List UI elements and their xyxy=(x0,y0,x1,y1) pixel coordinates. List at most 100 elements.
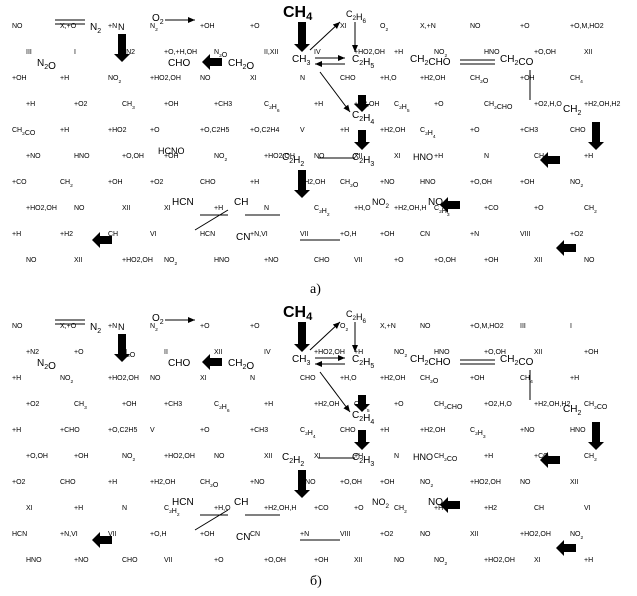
rate-label: NO xyxy=(214,453,225,460)
rate-label: +NO xyxy=(250,479,265,486)
rate-label: CHO xyxy=(340,75,356,82)
rate-label: +OH xyxy=(520,179,535,186)
rate-label: CH2 xyxy=(394,505,407,515)
rate-label: NO2 xyxy=(108,75,122,85)
rate-label: +O,C2H5 xyxy=(108,427,137,434)
rate-label: CHO xyxy=(314,257,330,264)
rate-label: VII xyxy=(108,531,117,538)
rate-label: NO xyxy=(74,205,85,212)
rate-label: +HO2 xyxy=(108,127,127,134)
species-ch3: CH3 xyxy=(292,54,310,67)
rate-label: +H2,OH xyxy=(380,127,405,134)
rate-label: +N xyxy=(470,231,479,238)
rate-label: +O xyxy=(200,427,210,434)
rate-label: CH4 xyxy=(570,75,583,85)
rate-label: VI xyxy=(150,231,157,238)
n-to-no-arrow-3 xyxy=(92,532,112,548)
to-cho-arrow xyxy=(540,152,560,168)
rate-label: C2H4 xyxy=(300,427,316,440)
rate-label: I xyxy=(74,49,76,56)
rate-label: VIII xyxy=(340,531,351,538)
rate-label: +OH xyxy=(12,75,27,82)
rate-label: +H xyxy=(264,401,273,408)
species-cho: CHO xyxy=(168,58,190,69)
rate-label: +HO2,OH xyxy=(520,531,551,538)
rate-label: +O2,H,O xyxy=(484,401,512,408)
rate-label: NO2 xyxy=(434,557,448,567)
rate-label: +OH xyxy=(584,349,599,356)
rate-label: +OH xyxy=(484,257,499,264)
rate-label: XII xyxy=(122,205,131,212)
c2h2-to-ch2-arrow xyxy=(294,470,310,498)
rate-label: +HO2,OH xyxy=(150,75,181,82)
rate-label: CHO xyxy=(340,427,356,434)
rate-label: CH2O xyxy=(470,75,489,85)
species-ch3: CH3 xyxy=(292,354,310,367)
rate-label: +HO2,OH xyxy=(354,49,385,56)
rate-label: NO xyxy=(420,531,431,538)
rate-label: C2H2 xyxy=(314,205,330,218)
rate-label: VII xyxy=(164,557,173,564)
rate-label: N xyxy=(122,505,127,512)
rate-label: +O,+H,OH xyxy=(164,49,197,56)
rate-label: +NO xyxy=(380,179,395,186)
species-n: N xyxy=(118,22,125,32)
rate-label: +N,VI xyxy=(60,531,78,538)
species-c2h3: C2H3 xyxy=(352,152,374,168)
rate-label: III xyxy=(26,49,32,56)
rate-label: NO2 xyxy=(570,179,584,189)
rate-label: +OH xyxy=(122,401,137,408)
rate-label: +H2 xyxy=(60,231,73,238)
hcn-diag xyxy=(194,209,229,231)
rate-label: XII xyxy=(354,557,363,564)
rate-label: HNO xyxy=(214,257,230,264)
rate-label: CH4 xyxy=(520,375,533,385)
rate-label: +O xyxy=(250,23,260,30)
species-cho: CHO xyxy=(168,358,190,369)
ch3-to-c2h6 xyxy=(309,321,341,351)
rate-label: NO xyxy=(420,323,431,330)
ch4-to-ch3-arrow xyxy=(294,22,310,52)
rate-label: +H2,OH,H xyxy=(264,505,296,512)
rate-label: HNO xyxy=(570,427,586,434)
rate-label: +O2 xyxy=(380,531,394,538)
species-c2h5: C2H5 xyxy=(352,354,374,370)
rate-label: NO xyxy=(584,257,595,264)
rate-label: +O xyxy=(250,323,260,330)
rate-label: X,+O xyxy=(60,23,77,30)
ch2o-to-cho-arrow xyxy=(202,354,222,370)
rate-label: XII xyxy=(214,349,223,356)
species-hno: HNO xyxy=(413,452,433,462)
species-hno: HNO xyxy=(413,152,433,162)
species-ch4: CH4 xyxy=(283,304,313,323)
rate-label: +N2 xyxy=(26,349,39,356)
rate-label: +N2 xyxy=(122,49,135,56)
species-no: NO xyxy=(428,197,443,208)
rate-label: +H xyxy=(570,375,579,382)
species-c2h2: C2H2 xyxy=(282,152,304,168)
rate-label: +O2 xyxy=(570,231,584,238)
rate-label: +O xyxy=(200,323,210,330)
ch3-to-c2h6 xyxy=(309,21,341,51)
rate-label: +O,C2H5 xyxy=(200,127,229,134)
rate-label: +H2,OH xyxy=(150,479,175,486)
rate-label: N xyxy=(250,375,255,382)
species-ch2o: CH2O xyxy=(228,358,254,372)
rate-label: +H xyxy=(12,427,21,434)
rate-label: NO2 xyxy=(60,375,74,385)
rate-label: +OH xyxy=(470,375,485,382)
rate-label: NO xyxy=(520,479,531,486)
rate-label: +O2,H,O xyxy=(534,101,562,108)
rate-label: +HO2,OH xyxy=(484,557,515,564)
rate-label: HNO xyxy=(300,479,316,486)
species-c2h6: C2H6 xyxy=(346,309,367,325)
rate-label: HNO xyxy=(434,349,450,356)
rate-label: +OH xyxy=(380,231,395,238)
species-ch2: CH2 xyxy=(563,404,581,417)
rate-label: +O,OH xyxy=(122,153,144,160)
rate-label: +OH xyxy=(108,179,123,186)
rate-label: XI xyxy=(314,453,321,460)
rate-label: +OH xyxy=(520,75,535,82)
rate-label: +NO xyxy=(264,257,279,264)
rate-label: C2H4 xyxy=(420,127,436,140)
